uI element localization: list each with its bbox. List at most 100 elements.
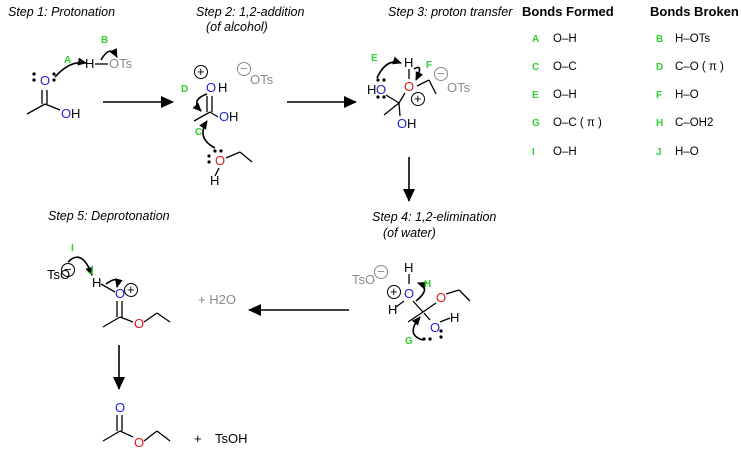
plus-charge: + xyxy=(390,284,398,299)
water-byproduct: + H2O xyxy=(198,292,236,307)
carbonyl-oxygen: O xyxy=(115,400,125,415)
curly-arrow-d xyxy=(192,93,208,112)
leaving-water-oxygen: O xyxy=(404,286,414,301)
product-ethyl-acetate: O O xyxy=(102,400,171,450)
curly-arrow-i xyxy=(67,256,93,276)
label-b: B xyxy=(101,35,108,46)
broken-letter: D xyxy=(656,62,663,73)
label-e: E xyxy=(371,53,378,64)
oxonium-hydrogen: H xyxy=(404,55,413,70)
step-4-subtitle: (of water) xyxy=(383,226,436,240)
formed-letter: E xyxy=(532,90,539,101)
acidic-hydrogen: H xyxy=(92,275,101,290)
product-plus: + xyxy=(194,431,202,446)
formed-bond: O–H xyxy=(553,89,577,101)
tosylate-anion: TsO xyxy=(47,267,70,282)
lower-hydroxyl-oxygen: O xyxy=(397,116,407,131)
tosylate-anion: OTs xyxy=(447,80,471,95)
minus-charge: − xyxy=(240,61,248,76)
carbonyl-oxygen: O xyxy=(40,73,50,88)
tosylate-group: OTs xyxy=(109,56,133,71)
curly-arrow-b xyxy=(100,48,118,61)
formed-letter: C xyxy=(532,62,539,73)
bonds-broken-header: Bonds Broken xyxy=(650,4,739,19)
broken-bond: C–O ( π ) xyxy=(675,61,724,73)
label-f: F xyxy=(426,60,432,71)
plus-charge: + xyxy=(197,64,205,79)
hydroxyl-oxygen: O xyxy=(430,320,440,335)
tosylate-anion: TsO xyxy=(352,272,375,287)
step-2-title: Step 2: 1,2-addition xyxy=(196,5,304,19)
broken-bond: H–O xyxy=(675,89,699,101)
step-3-title: Step 3: proton transfer xyxy=(388,5,513,19)
step-5-title: Step 5: Deprotonation xyxy=(48,209,170,223)
broken-letter: H xyxy=(656,118,663,129)
formed-bond: O–H xyxy=(553,33,577,45)
tosylate-anion: OTs xyxy=(250,72,274,87)
formed-bond: O–C xyxy=(553,61,577,73)
left-hydroxyl-oxygen: O xyxy=(376,82,386,97)
minus-charge: − xyxy=(437,66,445,81)
hydroxyl-oxygen: O xyxy=(61,106,71,121)
ethanol-hydrogen: H xyxy=(210,173,219,188)
step-1-title: Step 1: Protonation xyxy=(8,5,115,19)
label-h: H xyxy=(424,279,431,290)
ethanol-oxygen: O xyxy=(215,153,225,168)
label-a: A xyxy=(64,55,71,66)
molecule-5-protonated-ester: TsO − H O + O I J xyxy=(47,243,171,331)
broken-letter: B xyxy=(656,34,663,45)
oxonium-oxygen: O xyxy=(206,80,216,95)
molecule-3-tetrahedral-intermediate: H O O H O H + − OTs E F xyxy=(367,53,471,131)
water-hydrogen-top: H xyxy=(404,260,413,275)
broken-bond: C–OH2 xyxy=(675,117,713,129)
minus-charge: − xyxy=(64,262,72,277)
curly-arrow-g xyxy=(411,316,424,341)
plus-charge: + xyxy=(414,91,422,106)
broken-bond: H–OTs xyxy=(675,33,710,45)
water-hydrogen-left: H xyxy=(388,302,397,317)
molecule-2-protonated-acid: + O H O H − OTs D O H C xyxy=(181,61,274,188)
step-2-subtitle: (of alcohol) xyxy=(206,20,268,34)
minus-charge: − xyxy=(377,264,385,279)
broken-letter: F xyxy=(656,90,662,101)
curly-arrow-j xyxy=(105,278,123,288)
plus-charge: + xyxy=(127,282,135,297)
oxonium-hydrogen: H xyxy=(218,80,227,95)
curly-arrow-a xyxy=(54,57,87,78)
formed-letter: A xyxy=(532,34,539,45)
broken-bond: H–O xyxy=(675,146,699,158)
label-i: I xyxy=(71,243,74,254)
curly-arrow-c xyxy=(199,120,216,149)
hydroxyl-oxygen: O xyxy=(219,109,229,124)
product-tsoh: TsOH xyxy=(215,431,248,446)
label-d: D xyxy=(181,84,188,95)
curly-arrow-f xyxy=(413,66,424,81)
bonds-formed-header: Bonds Formed xyxy=(522,4,614,19)
formed-letter: I xyxy=(532,147,535,158)
acid-hydrogen: H xyxy=(85,56,94,71)
formed-bond: O–H xyxy=(553,146,577,158)
lower-hydroxyl-hydrogen: H xyxy=(407,116,416,131)
oxonium-oxygen: O xyxy=(404,79,414,94)
molecule-4-elimination-intermediate: TsO − H + O H O O H H G xyxy=(352,260,471,347)
left-hydroxyl-hydrogen: H xyxy=(367,82,376,97)
hydroxyl-hydrogen: H xyxy=(71,106,80,121)
hydroxyl-hydrogen: H xyxy=(450,310,459,325)
bonds-table: Bonds Formed Bonds Broken A O–H C O–C E … xyxy=(522,4,739,158)
curly-arrow-e xyxy=(376,56,402,79)
label-c: C xyxy=(195,127,202,138)
formed-bond: O–C ( π ) xyxy=(553,117,602,129)
hydroxyl-hydrogen: H xyxy=(229,109,238,124)
formed-letter: G xyxy=(532,118,540,129)
ester-oxygen: O xyxy=(134,316,144,331)
label-g: G xyxy=(405,336,413,347)
step-4-title: Step 4: 1,2-elimination xyxy=(372,210,496,224)
oxonium-oxygen: O xyxy=(115,286,125,301)
molecule-1-acetic-acid: O O H H OTs A B xyxy=(26,35,133,121)
curly-arrow-h xyxy=(415,281,427,302)
ether-oxygen: O xyxy=(436,290,446,305)
label-j: J xyxy=(88,266,94,277)
ester-oxygen: O xyxy=(134,435,144,450)
broken-letter: J xyxy=(656,147,662,158)
